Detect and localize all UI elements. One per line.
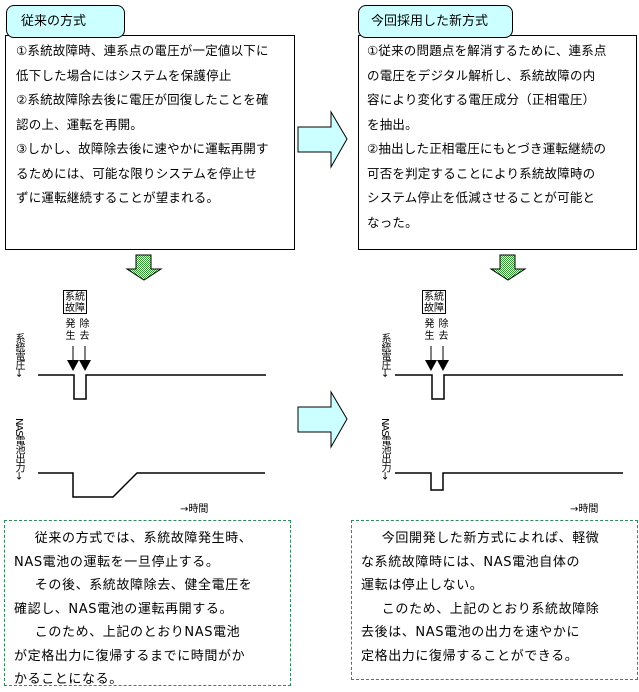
fault-occur-arrow-icon bbox=[67, 346, 79, 371]
fault-clear-arrow-icon bbox=[79, 346, 91, 371]
nas-output-line bbox=[38, 472, 265, 498]
new-point-1-line-1: ①従来の問題点を解消するために、連系点 bbox=[367, 43, 607, 58]
fault-occur-text: 発生 bbox=[424, 319, 435, 342]
fault-label-line-2: 故障 bbox=[65, 303, 85, 314]
new-point-1-line-3: 容により変化する電圧成分（正相電圧） bbox=[367, 92, 596, 107]
nas-output-line bbox=[395, 472, 623, 491]
fault-clear-arrow-icon bbox=[437, 346, 449, 371]
conventional-summary-line-5: このため、上記のとおりNAS電池 bbox=[34, 625, 241, 640]
voltage-axis-label: 系統電圧→ bbox=[379, 333, 390, 377]
fault-clear-text: 除去 bbox=[79, 319, 90, 342]
conventional-summary-line-1: 従来の方式では、系統故障発生時、 bbox=[34, 531, 253, 546]
fault-occur-arrow-icon bbox=[425, 346, 437, 371]
conventional-method-box: ①系統故障時、連系点の電圧が一定値以下に 低下した場合にはシステムを保護停止 ②… bbox=[5, 35, 295, 250]
right-arrow-icon-top bbox=[297, 110, 348, 169]
conventional-point-2-line-2: 認の上、運転を再開。 bbox=[16, 116, 144, 132]
conventional-point-3-line-1: ③しかし、故障除去後に速やかに運転再開す bbox=[16, 141, 269, 156]
new-point-1-line-4: を抽出。 bbox=[367, 116, 418, 132]
new-summary-box: 今回開発した新方式によれば、軽微 な系統故障時には、NAS電池自体の 運転は停止… bbox=[351, 520, 638, 680]
conventional-point-1-line-1: ①系統故障時、連系点の電圧が一定値以下に bbox=[16, 43, 269, 58]
fault-label-line-1: 系統 bbox=[424, 292, 444, 303]
system-voltage-line bbox=[38, 374, 266, 400]
new-point-2-line-1: ②抽出した正相電圧にもとづき運転継続の bbox=[367, 141, 607, 156]
new-summary-line-1: 今回開発した新方式によれば、軽微 bbox=[381, 531, 600, 546]
fault-label-box: 系統 故障 bbox=[422, 290, 446, 314]
conventional-summary-box: 従来の方式では、系統故障発生時、 NAS電池の運転を一旦停止する。 その後、系統… bbox=[4, 520, 291, 687]
fault-label-line-2: 故障 bbox=[424, 303, 444, 314]
right-arrow-icon-bottom bbox=[297, 390, 348, 449]
conventional-point-3-line-2: るためには、可能な限りシステムを停止せ bbox=[16, 165, 257, 181]
fault-clear-text: 除去 bbox=[438, 319, 449, 342]
conventional-point-3-line-3: ずに運転継続することが望まれる。 bbox=[16, 190, 220, 205]
new-summary-line-3: 運転は停止しない。 bbox=[361, 578, 484, 593]
conventional-point-3: ③しかし、故障除去後に速やかに運転再開す るためには、可能な限りシステムを停止せ… bbox=[16, 137, 288, 211]
down-arrow-icon-right bbox=[489, 254, 527, 281]
conventional-method-title-text: 従来の方式 bbox=[21, 14, 87, 29]
new-point-1-line-2: の電圧をデジタル解析し、系統故障の内 bbox=[367, 67, 596, 83]
new-point-2-line-4: なった。 bbox=[367, 214, 418, 230]
conventional-summary-line-6: が定格出力に復帰するまでに時間がか bbox=[14, 648, 246, 664]
conventional-method-title: 従来の方式 bbox=[6, 5, 125, 38]
new-method-title: 今回採用した新方式 bbox=[358, 5, 513, 38]
new-point-1: ①従来の問題点を解消するために、連系点 の電圧をデジタル解析し、系統故障の内 容… bbox=[367, 39, 630, 137]
conventional-point-2: ②系統故障除去後に電圧が回復したことを確 認の上、運転を再開。 bbox=[16, 88, 288, 137]
new-summary-line-4: このため、上記のとおり系統故障除 bbox=[381, 601, 600, 617]
fault-label-line-1: 系統 bbox=[65, 292, 85, 303]
fault-occur-text: 発生 bbox=[65, 319, 76, 342]
new-point-2: ②抽出した正相電圧にもとづき運転継続の 可否を判定することにより系統故障時の シ… bbox=[367, 137, 630, 235]
fault-clear-label: 除去 bbox=[79, 319, 90, 343]
new-waveforms bbox=[395, 346, 623, 491]
conventional-summary-line-2: NAS電池の運転を一旦停止する。 bbox=[14, 554, 220, 570]
conventional-summary-line-4: 確認し、NAS電池の運転再開する。 bbox=[14, 601, 234, 617]
fault-occur-label: 発生 bbox=[65, 319, 76, 343]
conventional-summary-line-7: かることになる。 bbox=[14, 672, 123, 687]
down-arrow-icon-left bbox=[125, 254, 163, 281]
conventional-waveforms bbox=[38, 346, 266, 498]
fault-label-box: 系統 故障 bbox=[63, 290, 87, 314]
time-axis-label: →時間 bbox=[180, 504, 209, 515]
new-summary-line-6: 定格出力に復帰することができる。 bbox=[361, 648, 579, 664]
output-axis-label: NAS電池出力→ bbox=[13, 418, 24, 480]
new-point-2-line-2: 可否を判定することにより系統故障時の bbox=[367, 165, 596, 181]
new-method-title-text: 今回採用した新方式 bbox=[371, 14, 489, 29]
time-axis-label: →時間 bbox=[570, 504, 599, 515]
conventional-point-2-line-1: ②系統故障除去後に電圧が回復したことを確 bbox=[16, 92, 269, 107]
voltage-axis-label: 系統電圧→ bbox=[13, 333, 24, 377]
output-axis-label: NAS電池出力→ bbox=[379, 418, 390, 480]
new-summary-line-2: な系統故障時には、NAS電池自体の bbox=[361, 554, 581, 570]
conventional-point-1: ①系統故障時、連系点の電圧が一定値以下に 低下した場合にはシステムを保護停止 bbox=[16, 39, 288, 88]
system-voltage-line bbox=[395, 374, 623, 400]
fault-clear-label: 除去 bbox=[438, 319, 449, 343]
new-point-2-line-3: システム停止を低減させることが可能と bbox=[367, 190, 596, 205]
new-method-box: ①従来の問題点を解消するために、連系点 の電圧をデジタル解析し、系統故障の内 容… bbox=[358, 35, 637, 250]
conventional-point-1-line-2: 低下した場合にはシステムを保護停止 bbox=[16, 67, 232, 83]
conventional-summary-line-3: その後、系統故障除去、健全電圧を bbox=[34, 578, 253, 593]
fault-occur-label: 発生 bbox=[424, 319, 435, 343]
new-summary-line-5: 去後は、NAS電池の出力を速やかに bbox=[361, 625, 581, 640]
